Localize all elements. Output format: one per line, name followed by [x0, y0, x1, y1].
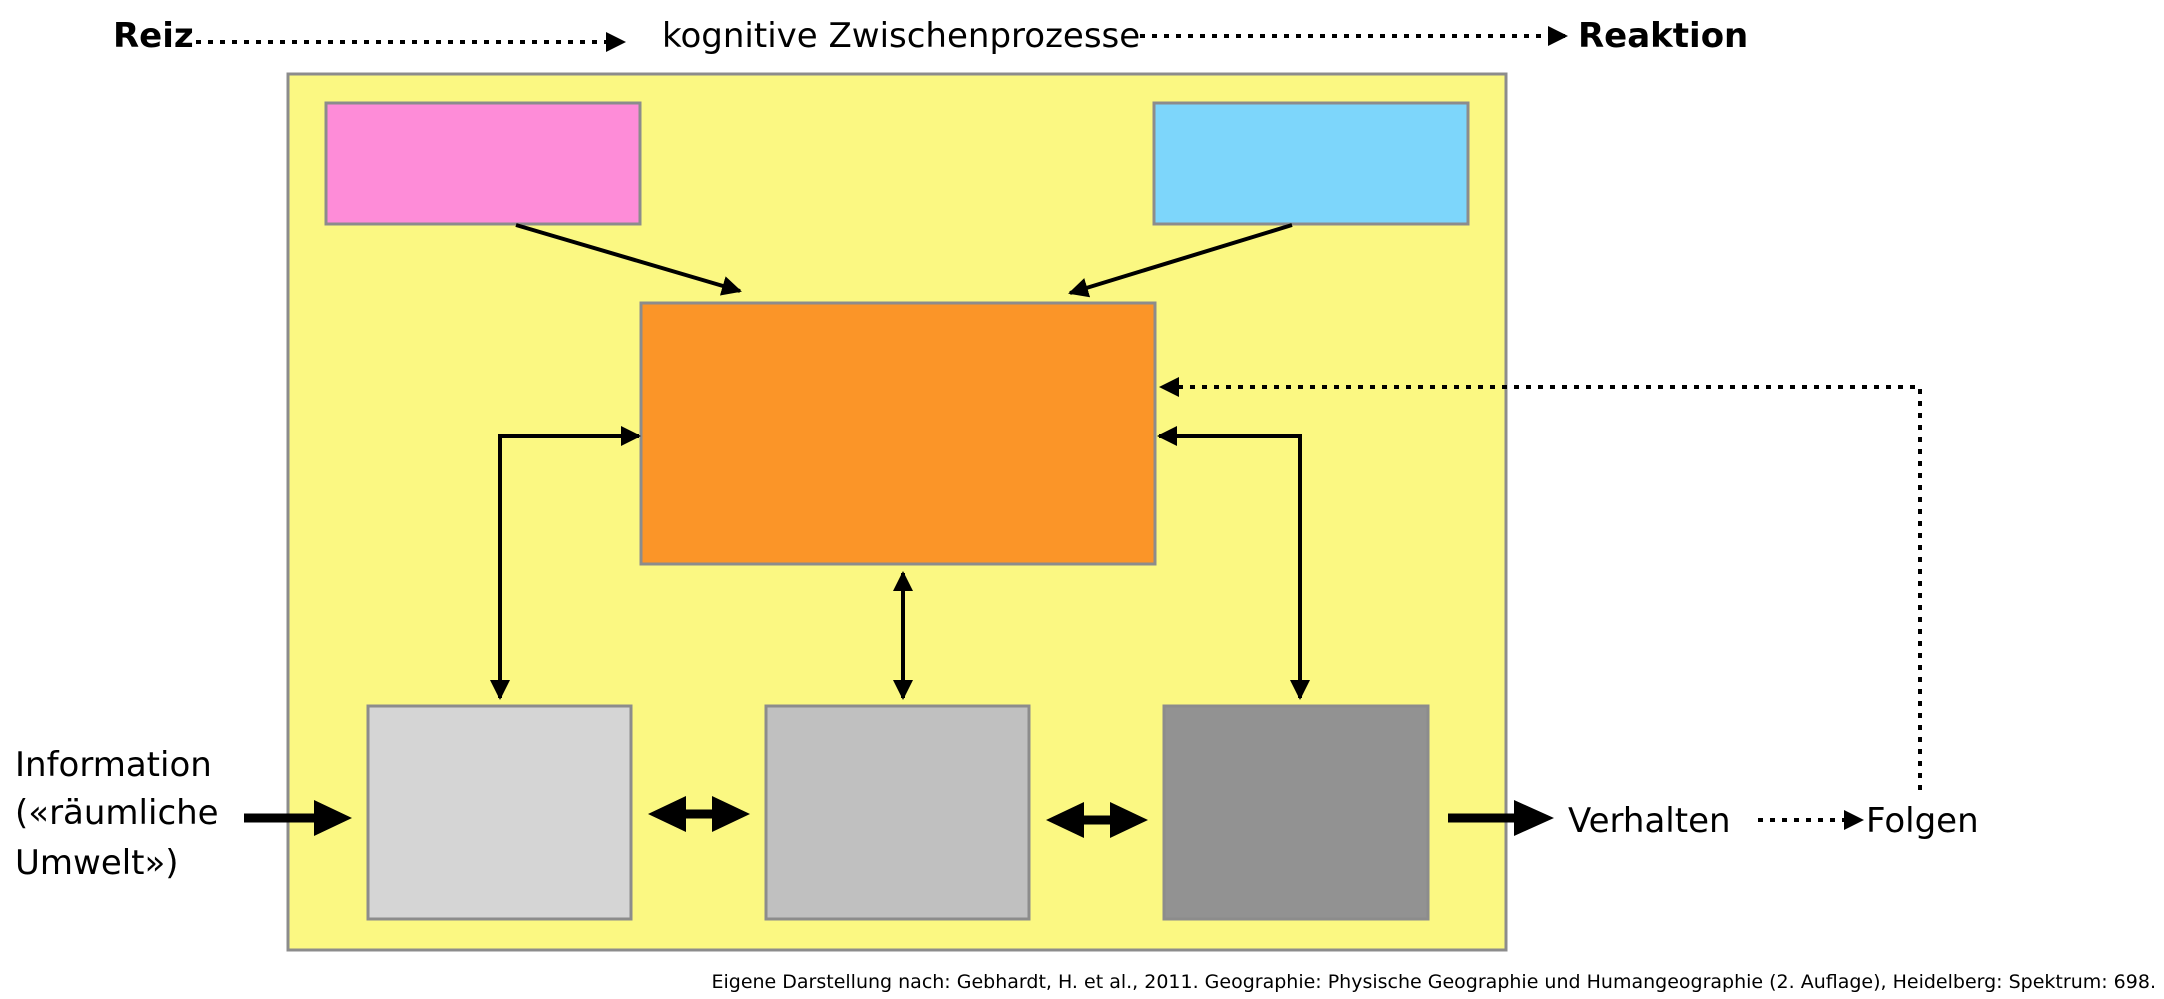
header-cognitive-label: kognitive Zwischenprozesse — [662, 16, 1140, 56]
behavior-thick-arrow — [1448, 800, 1554, 836]
light-gray-orange-link — [490, 426, 641, 700]
gray-box-light — [366, 704, 633, 921]
orange-center-box — [639, 301, 1157, 566]
input-label-line1: Information — [15, 745, 212, 785]
gray-mid-dark-double-arrow — [1046, 802, 1148, 838]
header-stimulus-label: Reiz — [113, 16, 194, 56]
input-label-line3: Umwelt») — [15, 843, 179, 883]
gray-light-mid-double-arrow — [648, 796, 750, 832]
header-reaction-label: Reaktion — [1578, 16, 1748, 56]
blue-to-orange-arrow — [1068, 223, 1293, 298]
blue-box — [1152, 101, 1470, 226]
feedback-dotted-arrow — [1159, 377, 1922, 790]
citation: Eigene Darstellung nach: Gebhardt, H. et… — [711, 971, 2156, 993]
consequences-label: Folgen — [1866, 801, 1979, 841]
input-thick-arrow — [244, 800, 352, 836]
gray-box-dark — [1162, 704, 1430, 921]
gray-box-mid — [764, 704, 1031, 921]
dark-gray-orange-link — [1157, 426, 1310, 700]
input-label-line2: («räumliche — [15, 793, 219, 833]
pink-box — [324, 101, 642, 226]
pink-to-orange-arrow — [515, 223, 742, 296]
behavior-label: Verhalten — [1568, 801, 1731, 841]
